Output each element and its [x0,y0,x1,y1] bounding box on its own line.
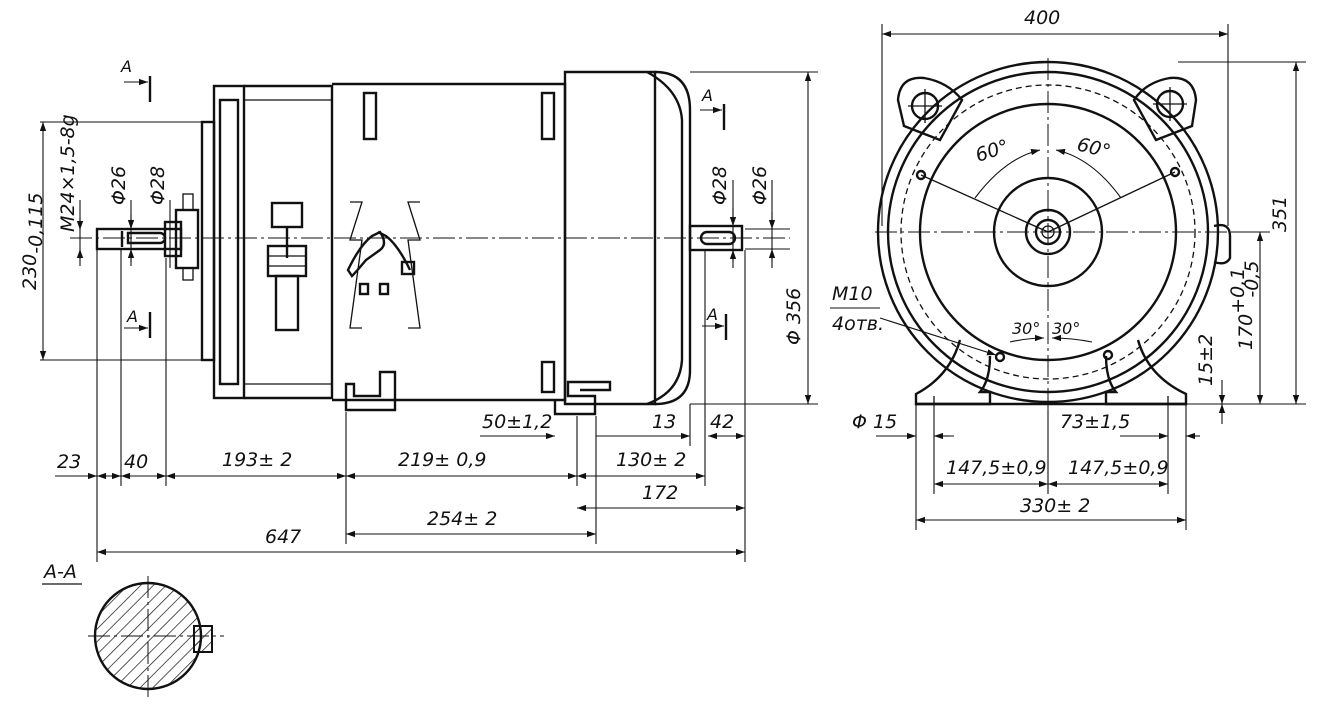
angle-60-left: 60° [973,135,1012,166]
dim-230: 230-0,115 [19,192,47,290]
dim-phi28-left: Φ28 [147,166,169,205]
dim-73: 73±1,5 [1060,411,1130,433]
dim-647: 647 [265,526,301,548]
dim-147-right: 147,5±0,9 [1068,457,1169,479]
key-section [193,625,213,653]
dim-219: 219± 0,9 [398,449,486,471]
left-shaft [95,193,200,281]
section-mark-label: A [120,57,132,76]
section-a-a: A-A [42,561,224,700]
dim-170: 170+0,1-0,5 [1227,261,1263,350]
dimension-lines [39,72,812,556]
section-mark-top-right: A [700,86,726,130]
dim-42: 42 [710,411,734,433]
angle-rays [879,148,1181,363]
section-title: A-A [42,561,77,583]
shield-body [918,102,1178,362]
terminal-bump [1213,223,1232,265]
dim-400: 400 [1024,7,1060,29]
shaft-inner [1034,218,1062,246]
lifting-eye-left [896,76,964,142]
angle-30-left: 30° [1012,319,1040,338]
section-mark-label: A [701,86,713,105]
dim-50: 50±1,2 [482,411,552,433]
section-mark-top-left: A [120,57,152,102]
dim-130: 130± 2 [616,449,686,471]
section-mark-label: A [706,305,718,324]
side-view: A A A A [19,57,818,562]
outer-frame [876,60,1220,404]
section-mark-bottom-right: A [702,305,728,340]
dim-147-left: 147,5±0,9 [946,457,1047,479]
front-view: 400 351 170+0,1-0,5 15±2 Φ 15 73±1,5 147… [830,7,1306,530]
front-dimension-lines [876,24,1306,530]
dim-13: 13 [652,411,676,433]
stator-housing [244,84,334,400]
bolt-count: 4отв. [832,313,884,335]
dim-phi28-right: Φ28 [709,166,731,205]
dim-phi26-right: Φ26 [749,166,771,205]
dim-15: 15±2 [1195,334,1217,386]
dim-phi26-left: Φ26 [108,166,130,205]
dim-351: 351 [1269,196,1291,232]
dim-thread: M24×1,5-8g [57,114,79,232]
feet [914,339,1188,406]
shaft-outer [1024,208,1072,256]
bearing-boss [992,176,1104,288]
bolt-circle [900,84,1196,380]
section-mark-bottom-left: A [124,307,152,338]
dim-phi15: Φ 15 [852,411,897,433]
shaft-core [1041,225,1055,239]
dim-40: 40 [124,451,148,473]
dim-193: 193± 2 [222,449,292,471]
dim-330: 330± 2 [1020,495,1090,517]
section-mark-label: A [126,307,138,326]
front-shield [200,84,246,400]
angle-30-right: 30° [1052,319,1080,338]
main-body [332,82,567,412]
rear-cover [553,70,692,416]
dim-254: 254± 2 [427,508,497,530]
extension-lines [40,71,818,562]
bearing-shield-rim [886,70,1210,394]
dim-23: 23 [57,451,81,473]
regulator-block [266,201,308,332]
angle-60-right: 60° [1075,134,1113,163]
bolt-spec: M10 [832,283,873,305]
dim-172: 172 [642,482,678,504]
dim-phi356: Φ 356 [783,288,805,345]
